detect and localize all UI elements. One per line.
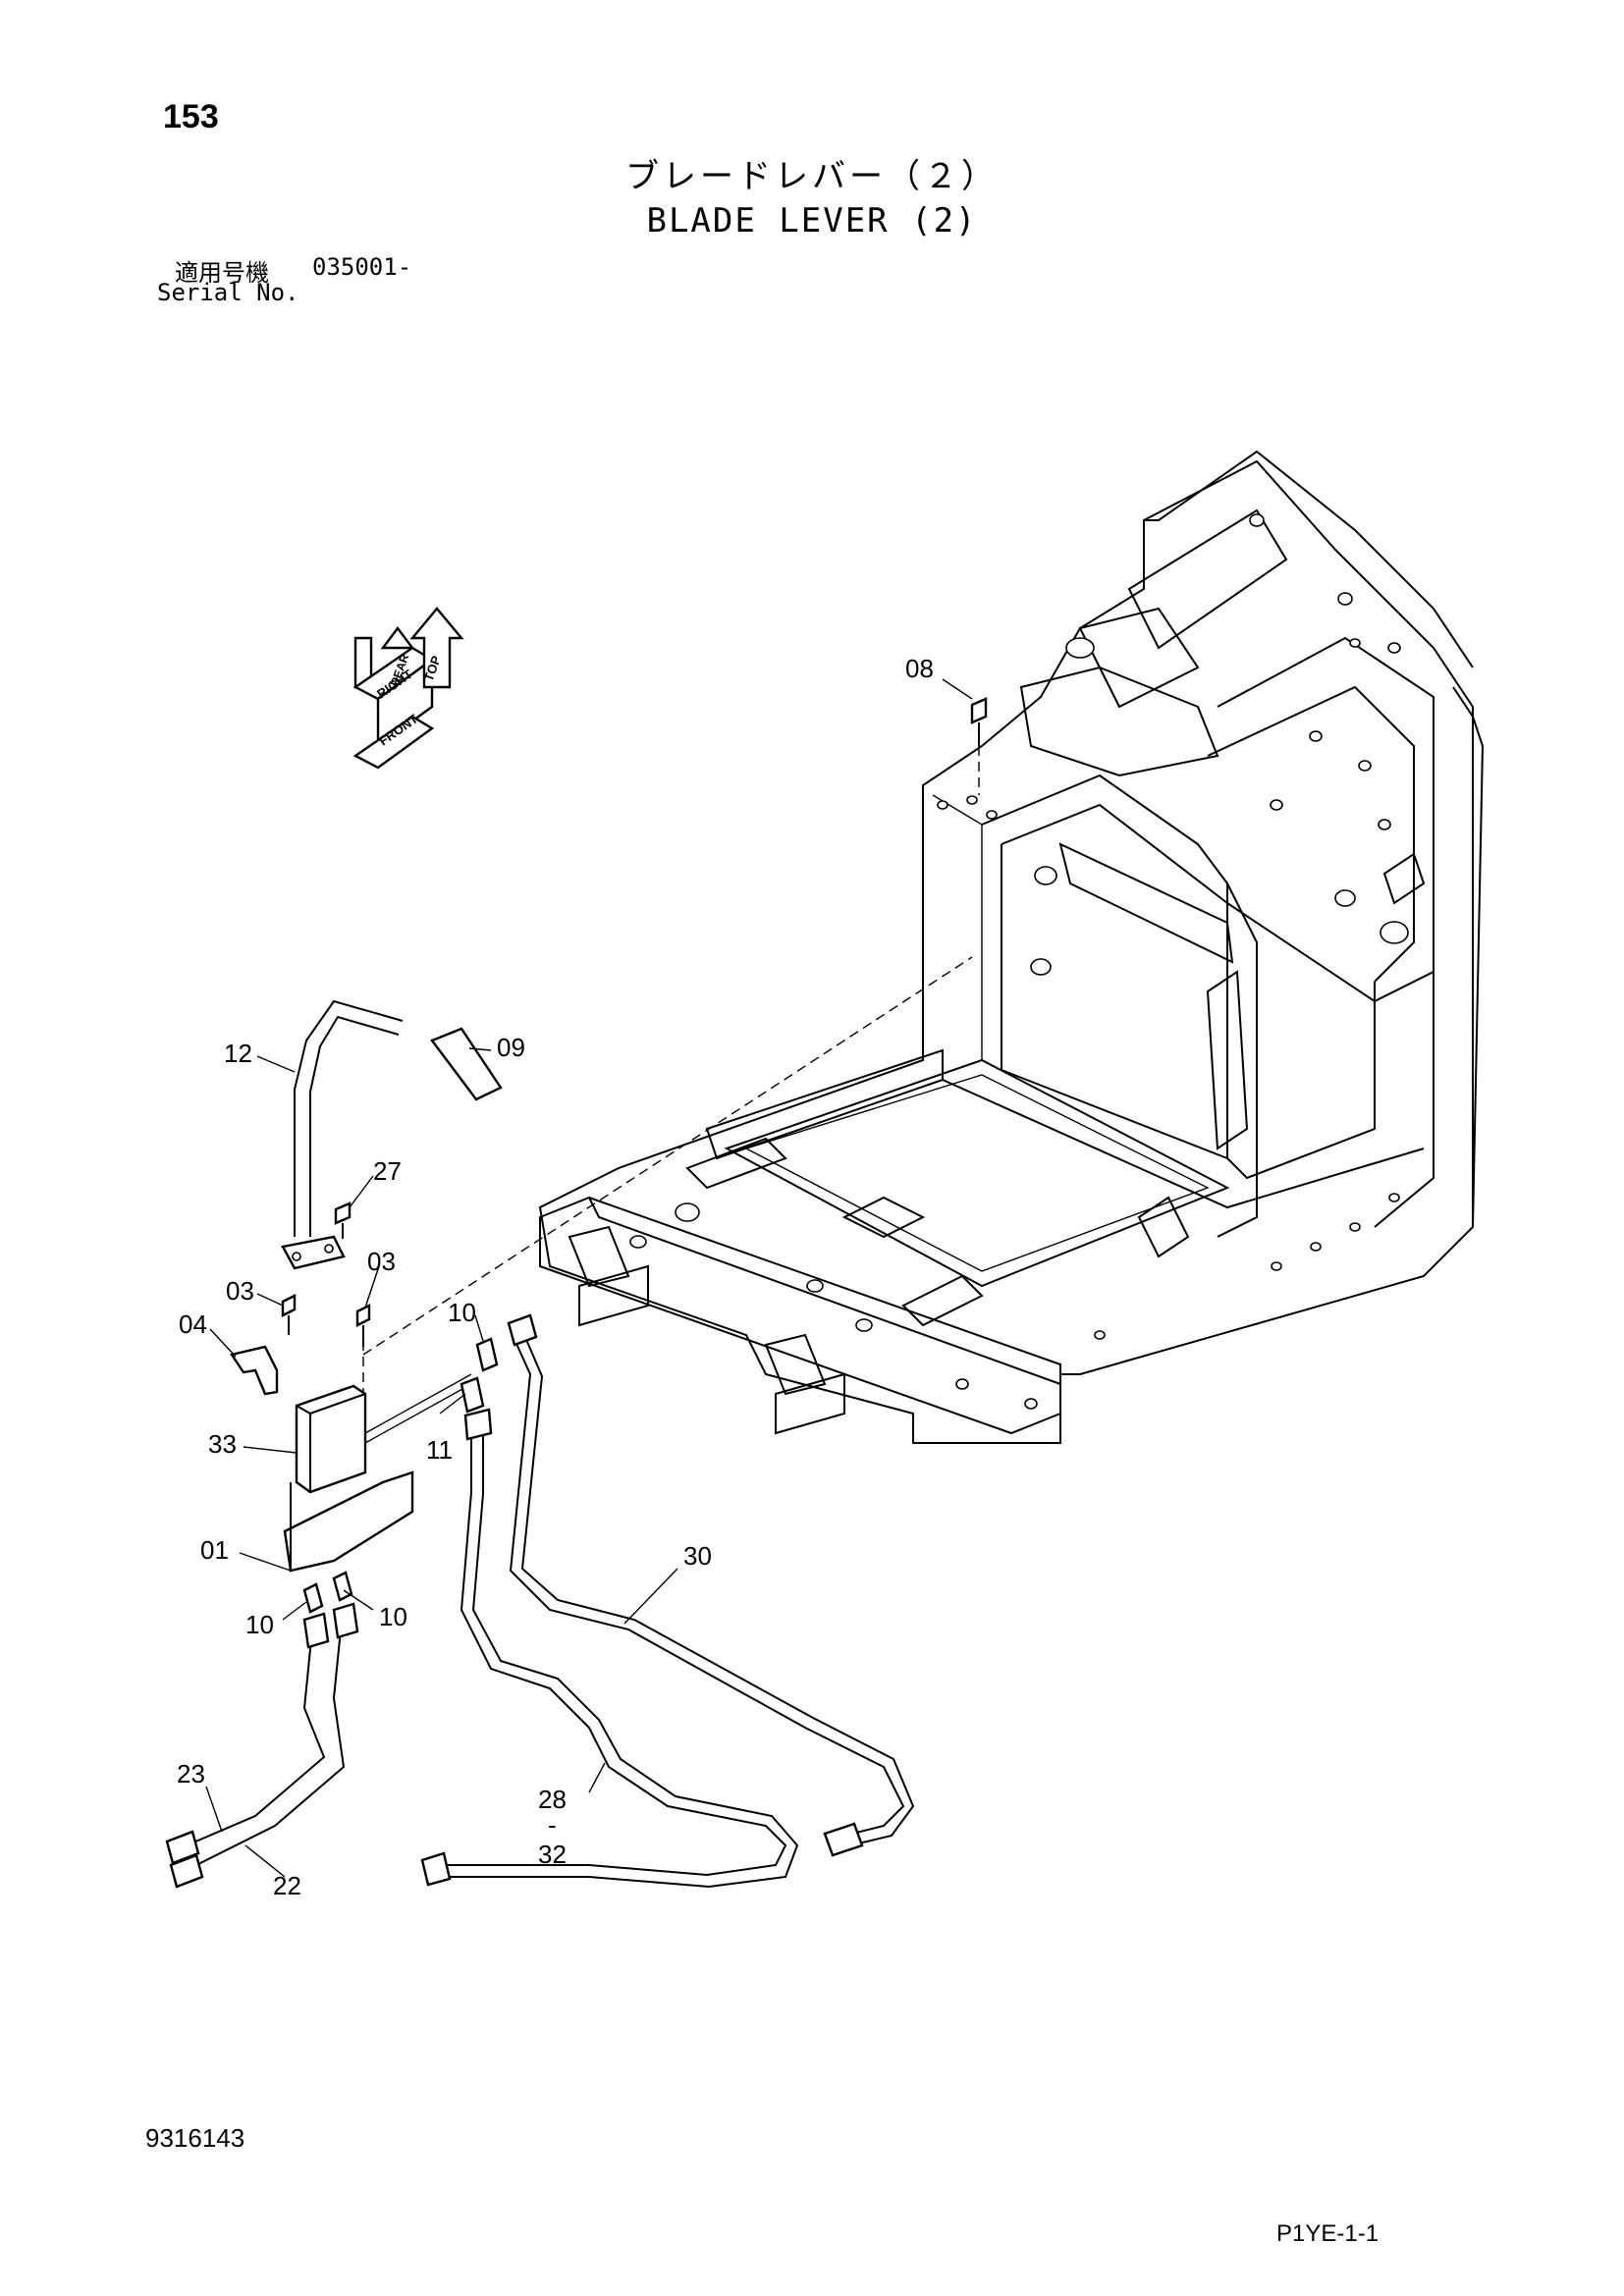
bolts-03 xyxy=(281,1294,371,1347)
callout-10-left: 10 xyxy=(245,1610,274,1639)
orientation-glyph: RIGHT FRONT TOP REAR xyxy=(352,607,464,770)
hose-28-32 xyxy=(420,1408,799,1889)
seat-base-frame xyxy=(538,450,1485,1444)
callout-33: 33 xyxy=(208,1429,237,1459)
elbow-fittings xyxy=(302,1337,499,1614)
hoses-22-23 xyxy=(165,1602,359,1889)
plate-04 xyxy=(230,1345,279,1396)
callout-04: 04 xyxy=(179,1309,207,1339)
callout-28: 28 xyxy=(538,1785,567,1814)
hose-30 xyxy=(507,1313,915,1857)
callout-01: 01 xyxy=(200,1535,229,1565)
callout-10-upper: 10 xyxy=(448,1298,476,1327)
sheet-code: P1YE-1-1 xyxy=(1276,2220,1380,2247)
callout-03-left: 03 xyxy=(226,1276,254,1306)
drawing-number: 9316143 xyxy=(145,2123,245,2153)
page-title-japanese: ブレードレバー（２） xyxy=(625,157,999,196)
callout-32: 32 xyxy=(538,1840,567,1869)
lever-assembly xyxy=(281,999,503,1270)
callout-22: 22 xyxy=(273,1871,301,1900)
page-title-english: BLADE LEVER (2) xyxy=(646,201,978,240)
pilot-valve-33 xyxy=(295,1384,367,1494)
callout-27: 27 xyxy=(373,1156,402,1186)
callout-28-32-range-dash: - xyxy=(548,1810,557,1840)
callout-03-right: 03 xyxy=(367,1247,396,1276)
serial-label-english: Serial No. xyxy=(157,279,299,306)
callout-08: 08 xyxy=(905,654,934,683)
bolt-27 xyxy=(334,1201,352,1239)
bolt-08 xyxy=(970,697,988,795)
front-mount-rail xyxy=(539,1137,1061,1435)
serial-number-value: 035001- xyxy=(312,253,412,281)
callout-12: 12 xyxy=(224,1039,252,1068)
callout-11: 11 xyxy=(426,1435,453,1465)
callout-30: 30 xyxy=(683,1541,712,1571)
callout-10-right: 10 xyxy=(379,1602,407,1631)
leader-lines xyxy=(205,678,973,1878)
serial-label-japanese: 適用号機 xyxy=(175,259,269,287)
page-number: 153 xyxy=(163,98,219,135)
callout-09: 09 xyxy=(497,1033,525,1062)
callout-23: 23 xyxy=(177,1759,205,1789)
